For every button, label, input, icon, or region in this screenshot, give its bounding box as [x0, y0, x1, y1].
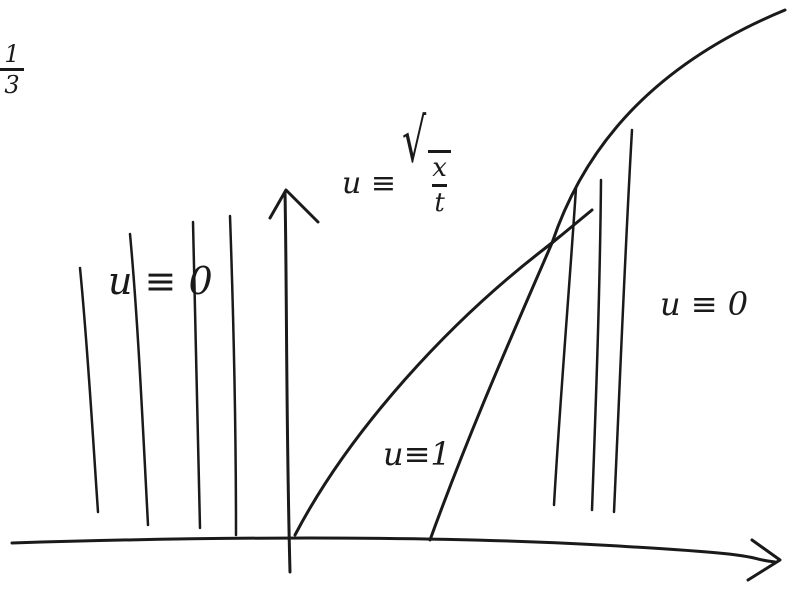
- sqrt-sign: √: [402, 105, 427, 176]
- right-region-label: u ≡ 0: [660, 285, 749, 323]
- corner-fraction-bar: [0, 68, 24, 71]
- x-axis-arrowhead: [746, 538, 782, 582]
- rarefaction-fraction: x t: [428, 150, 451, 216]
- left-characteristic: [228, 214, 238, 537]
- right-characteristic: [612, 128, 634, 514]
- rarefaction-prefix: u ≡: [342, 165, 396, 201]
- rarefaction-formula: u ≡ √ x t: [342, 110, 451, 216]
- middle-region-label: u≡1: [383, 435, 451, 473]
- corner-fraction: 1 3: [0, 42, 24, 97]
- rarefaction-numerator: x: [432, 153, 447, 183]
- t-axis: [283, 190, 292, 574]
- fan-left-edge: [293, 241, 554, 537]
- rarefaction-fraction-bar: [432, 184, 447, 187]
- left-characteristic: [191, 220, 202, 530]
- left-characteristic: [128, 232, 150, 527]
- fan-right-edge: [428, 241, 554, 542]
- corner-fraction-numerator: 1: [4, 40, 20, 68]
- left-characteristic: [78, 266, 100, 514]
- shock-curve: [550, 8, 787, 245]
- right-characteristic: [590, 178, 603, 512]
- t-axis-arrowhead: [268, 188, 320, 224]
- left-region-label: u ≡ 0: [108, 259, 213, 303]
- rarefaction-denominator: t: [434, 188, 445, 218]
- right-characteristic: [552, 186, 578, 507]
- corner-fraction-denominator: 3: [4, 71, 20, 99]
- x-axis: [10, 536, 777, 564]
